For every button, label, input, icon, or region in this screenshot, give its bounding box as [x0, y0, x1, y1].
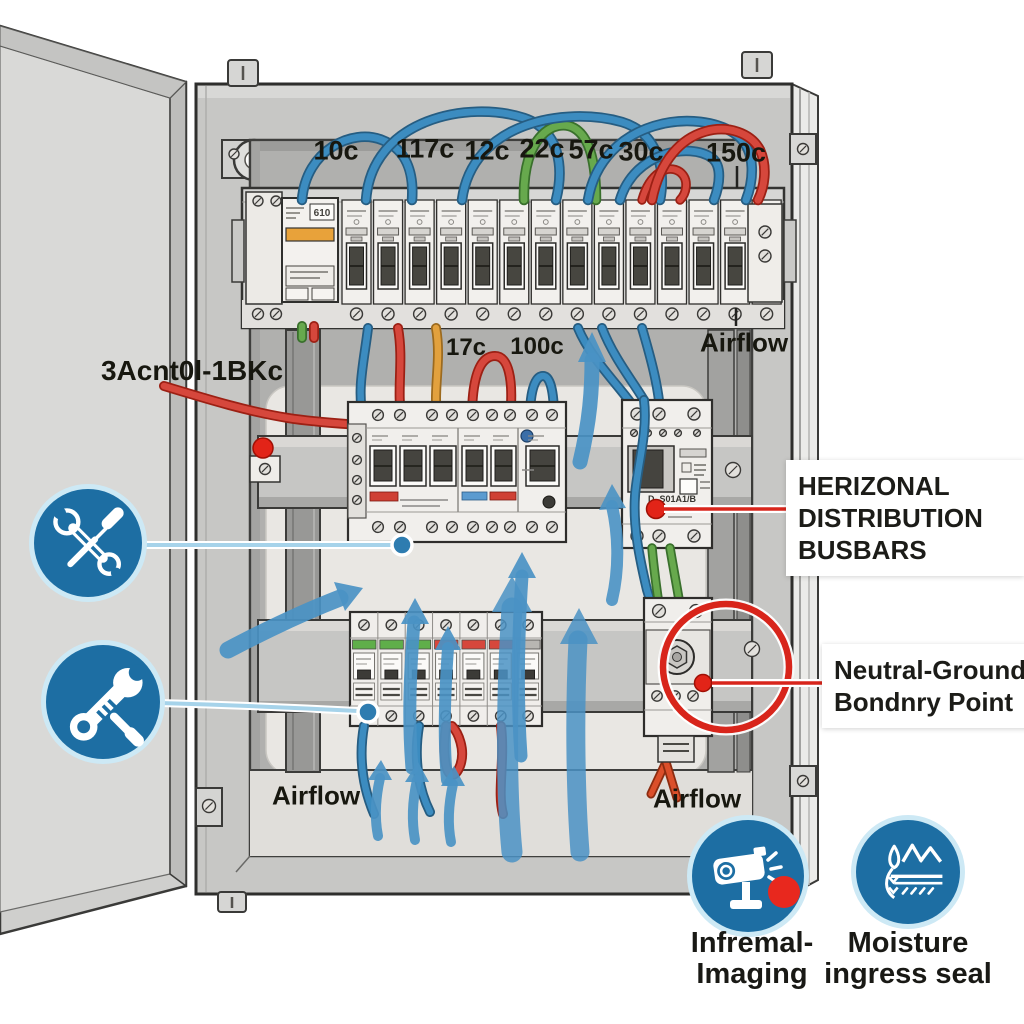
bonding-point-dot — [693, 673, 713, 693]
airflow-arrows — [219, 332, 626, 863]
mid-tag-label: 100c — [510, 333, 564, 360]
mounting-foot-left — [217, 891, 247, 913]
mid-tag-label: 17c — [445, 334, 487, 361]
thermal-alert-dot — [768, 876, 800, 908]
top-wire-loops — [296, 106, 770, 206]
airflow-label-top: Airflow — [699, 327, 789, 358]
top-breaker-row: 610 — [231, 186, 797, 330]
busbars-line: DISTRIBUTION — [798, 503, 983, 533]
indicator-stripe-red — [369, 491, 399, 502]
breaker-tag-label: 12c — [464, 135, 510, 166]
indicator-dot-dark — [542, 495, 556, 509]
water-drops-seal-icon — [885, 843, 943, 900]
busbars-line: BUSBARS — [798, 535, 927, 565]
moisture-seal-label: Moisture ingress seal — [824, 927, 992, 990]
breaker-tag-label: 57c — [568, 134, 614, 165]
indicator-stripe-red2 — [489, 491, 517, 501]
breaker-tag-label: 30c — [618, 136, 664, 167]
cabinet-door — [0, 24, 188, 936]
breaker-tag-label: 22c — [519, 133, 565, 164]
breaker-tag-label: 150c — [705, 137, 767, 168]
cctv-camera-icon — [713, 846, 800, 909]
main-breaker: 610 — [281, 197, 339, 303]
busbars-line: HERIZONAL — [798, 471, 950, 501]
thermal-imaging-badge — [692, 820, 804, 932]
main-breaker-label: 610 — [314, 208, 331, 219]
tool-callout-lines — [142, 142, 810, 814]
indicator-stripe-blue — [461, 491, 488, 501]
moisture-seal-badge — [856, 820, 960, 924]
bonding-annotation-circle — [659, 600, 793, 734]
crossed-wrench-screwdriver-icon — [53, 506, 124, 579]
airflow-label-bottom-left: Airflow — [271, 780, 361, 811]
middle-breaker-row — [346, 400, 568, 544]
service-wrench-badge — [46, 645, 160, 759]
airflow-label-bottom-right: Airflow — [652, 783, 742, 814]
feeder-label: 3Acnt0l-1BKc — [100, 355, 284, 386]
bonding-line: Bondnry Point — [834, 687, 1014, 717]
busbar-callout-dot — [645, 498, 667, 520]
breaker-tag-label: 10c — [313, 135, 359, 166]
main-breaker-stripe — [285, 227, 335, 242]
bonding-callout-card: Neutral-Ground Bondnry Point — [822, 644, 1024, 728]
annotations — [657, 166, 830, 736]
mounting-tab-top-right — [741, 51, 773, 79]
busbar-marker-dot — [252, 437, 274, 459]
thermal-imaging-label: Infremal- Imaging — [690, 927, 814, 990]
breaker-tag-label: 117c — [395, 133, 455, 164]
maintenance-tools-badge — [34, 489, 142, 597]
bonding-line: Neutral-Ground — [834, 655, 1024, 685]
hinge-right-bottom — [789, 765, 817, 797]
rcd-device-label: D. S01A1/B — [648, 494, 697, 504]
wrench-bolt-icon — [69, 664, 146, 747]
mounting-tab-top-left — [227, 59, 259, 87]
busbars-callout-card: HERIZONAL DISTRIBUTION BUSBARS — [786, 460, 1024, 576]
